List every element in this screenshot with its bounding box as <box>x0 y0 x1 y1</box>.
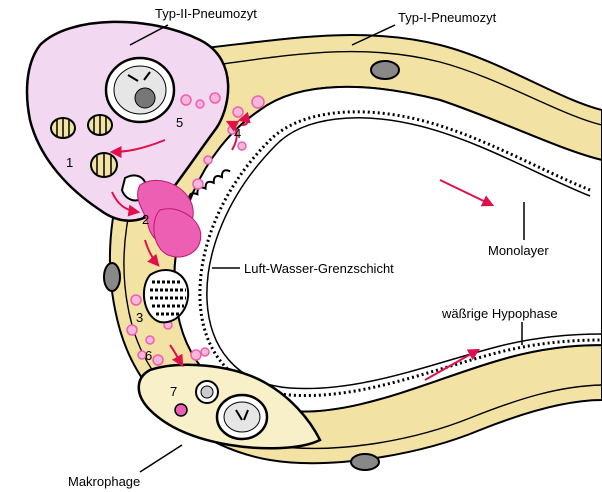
step-4: 4 <box>234 126 241 141</box>
step-7: 7 <box>170 384 177 399</box>
mitochondrion-1 <box>51 118 75 138</box>
type1-nucleus-bottom <box>351 454 379 470</box>
type1-nucleus-top <box>371 61 399 79</box>
type1-nucleus-left <box>104 263 120 291</box>
label-air-water-interface: Luft-Wasser-Grenzschicht <box>244 261 394 276</box>
step-2: 2 <box>142 212 149 227</box>
mitochondrion-2 <box>88 115 112 135</box>
label-type1-pneumocyte: Typ-I-Pneumozyt <box>398 10 497 25</box>
label-macrophage: Makrophage <box>68 474 140 489</box>
tubular-myelin <box>144 270 188 322</box>
label-hypophase: wäßrige Hypophase <box>441 306 558 321</box>
label-type2-pneumocyte: Typ-II-Pneumozyt <box>155 6 257 21</box>
step-6: 6 <box>145 348 152 363</box>
mitochondrion-3 <box>91 153 117 177</box>
label-monolayer: Monolayer <box>488 243 549 258</box>
step-3: 3 <box>136 310 143 325</box>
step-1: 1 <box>66 155 73 170</box>
step-5: 5 <box>176 115 183 130</box>
